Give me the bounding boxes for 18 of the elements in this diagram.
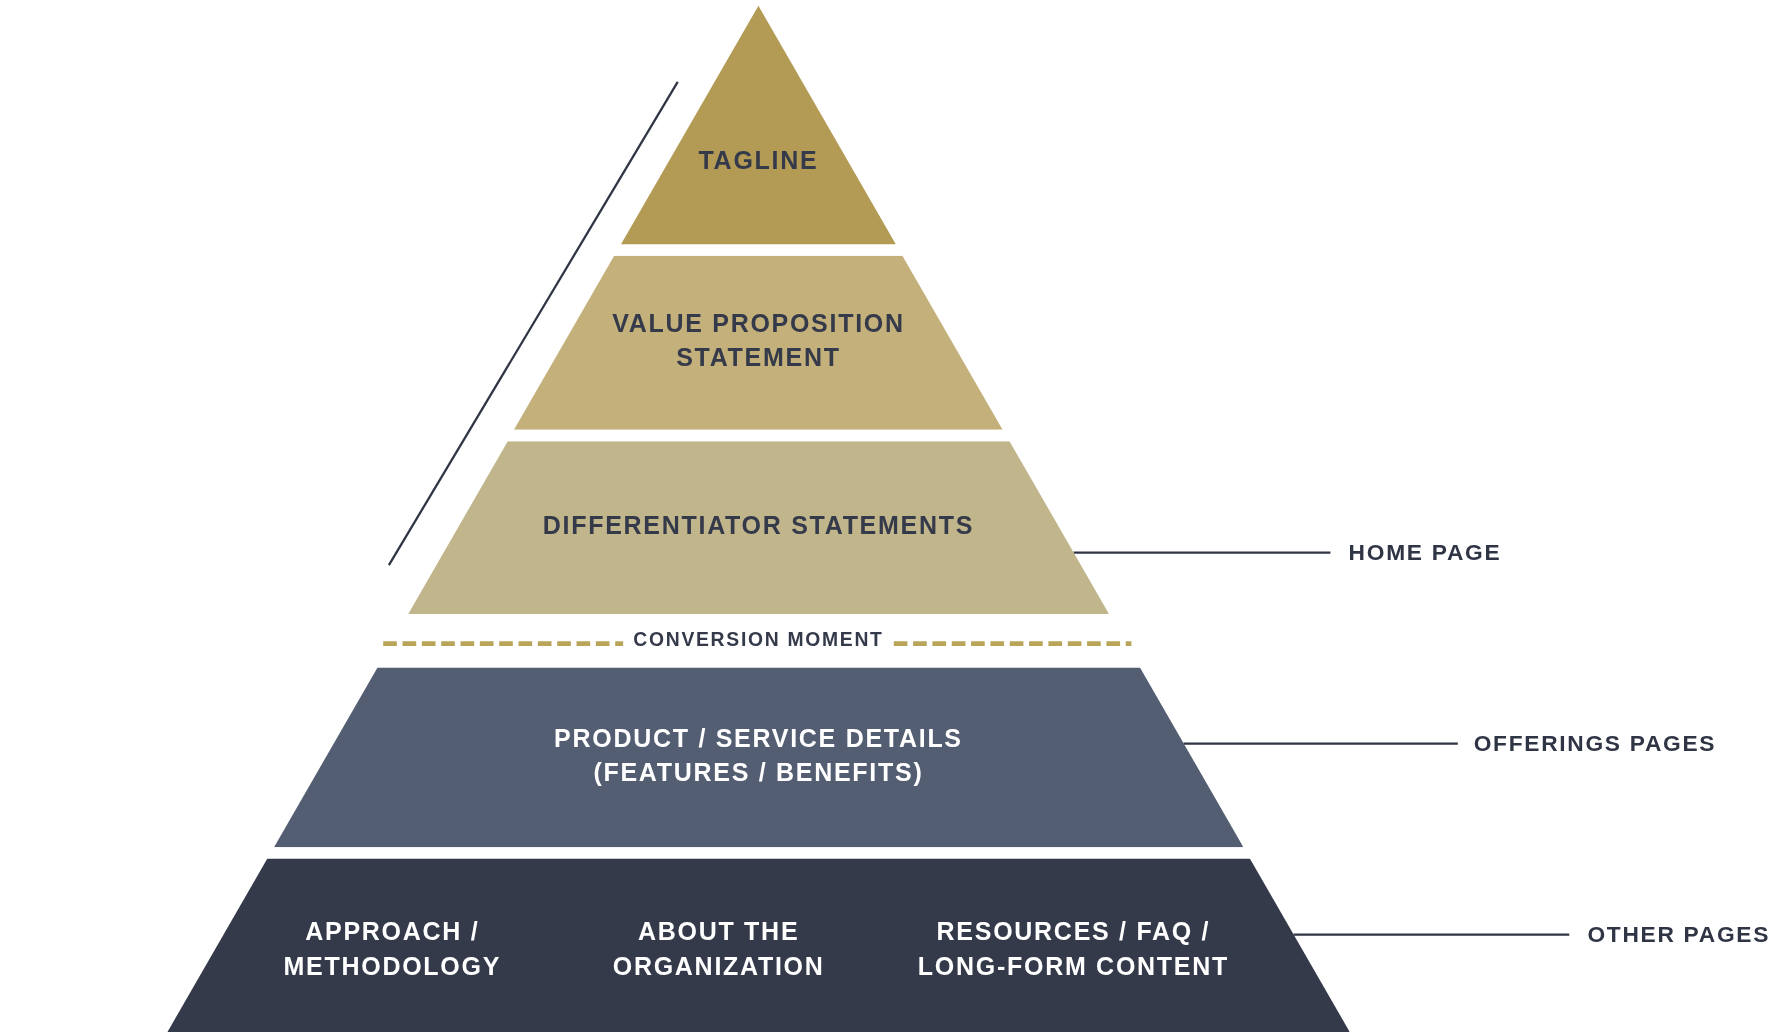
pyramid-layer bbox=[514, 255, 1003, 430]
leader-line bbox=[1183, 742, 1458, 745]
pyramid-layer bbox=[408, 441, 1109, 615]
leader-line bbox=[1293, 933, 1570, 936]
page-label: HOME PAGE bbox=[1348, 539, 1502, 566]
layer-label: PRODUCT / SERVICE DETAILS (FEATURES / BENEFITS) bbox=[553, 723, 964, 789]
layer-label: VALUE PROPOSITION STATEMENT bbox=[611, 308, 906, 374]
pyramid-layer bbox=[167, 858, 1350, 1032]
page-label: OFFERINGS PAGES bbox=[1473, 730, 1717, 757]
layer-label: RESOURCES / FAQ / LONG-FORM CONTENT bbox=[916, 916, 1230, 983]
leader-line bbox=[1073, 551, 1331, 554]
page-label: OTHER PAGES bbox=[1587, 921, 1771, 948]
pyramid-layer bbox=[620, 5, 896, 245]
layer-label: APPROACH / METHODOLOGY bbox=[282, 916, 503, 983]
layer-label: DIFFERENTIATOR STATEMENTS bbox=[541, 510, 976, 543]
layer-label: ABOUT THE ORGANIZATION bbox=[611, 916, 826, 983]
pyramid-layer bbox=[273, 667, 1244, 848]
layer-label: TAGLINE bbox=[697, 145, 820, 178]
